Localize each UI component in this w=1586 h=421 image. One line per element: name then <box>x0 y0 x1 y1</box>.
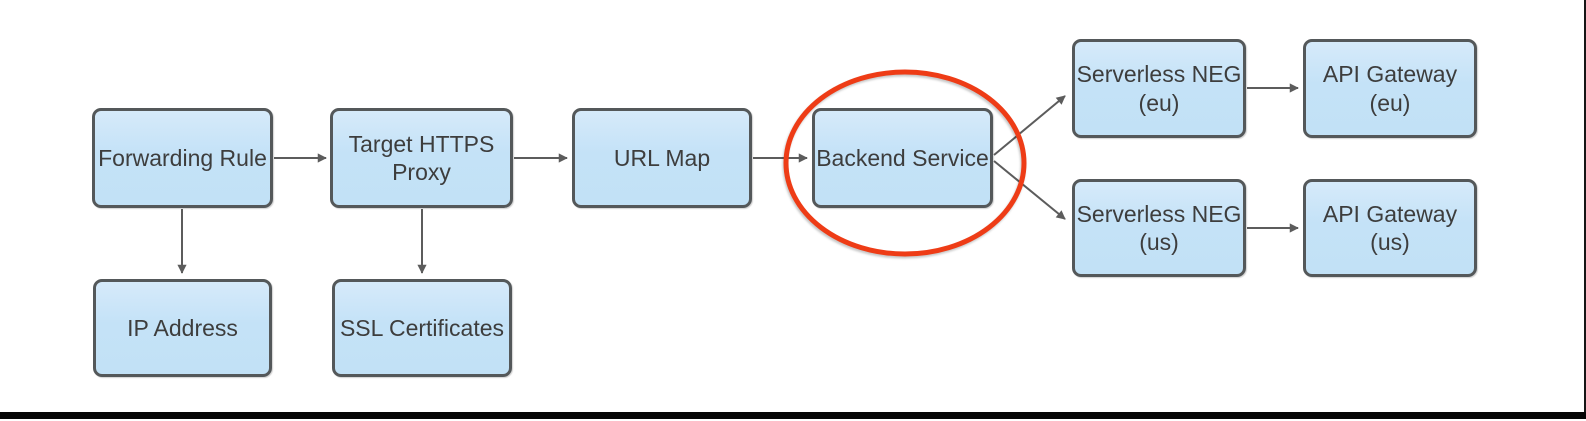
right-border-line <box>1584 0 1586 419</box>
node-url-map: URL Map <box>572 108 752 208</box>
arrow-backend-to-neg-us <box>993 160 1066 220</box>
node-ip-address: IP Address <box>93 279 272 377</box>
node-backend-service: Backend Service <box>812 108 993 208</box>
node-serverless-neg-us: Serverless NEG (us) <box>1072 179 1246 277</box>
node-ssl-certificates: SSL Certificates <box>332 279 512 377</box>
node-forwarding-rule: Forwarding Rule <box>92 108 273 208</box>
node-api-gateway-eu: API Gateway (eu) <box>1303 39 1477 138</box>
arrow-backend-to-neg-eu <box>993 95 1066 156</box>
node-target-https-proxy: Target HTTPS Proxy <box>330 108 513 208</box>
node-api-gateway-us: API Gateway (us) <box>1303 179 1477 277</box>
node-serverless-neg-eu: Serverless NEG (eu) <box>1072 39 1246 138</box>
bottom-border-line <box>0 412 1586 419</box>
